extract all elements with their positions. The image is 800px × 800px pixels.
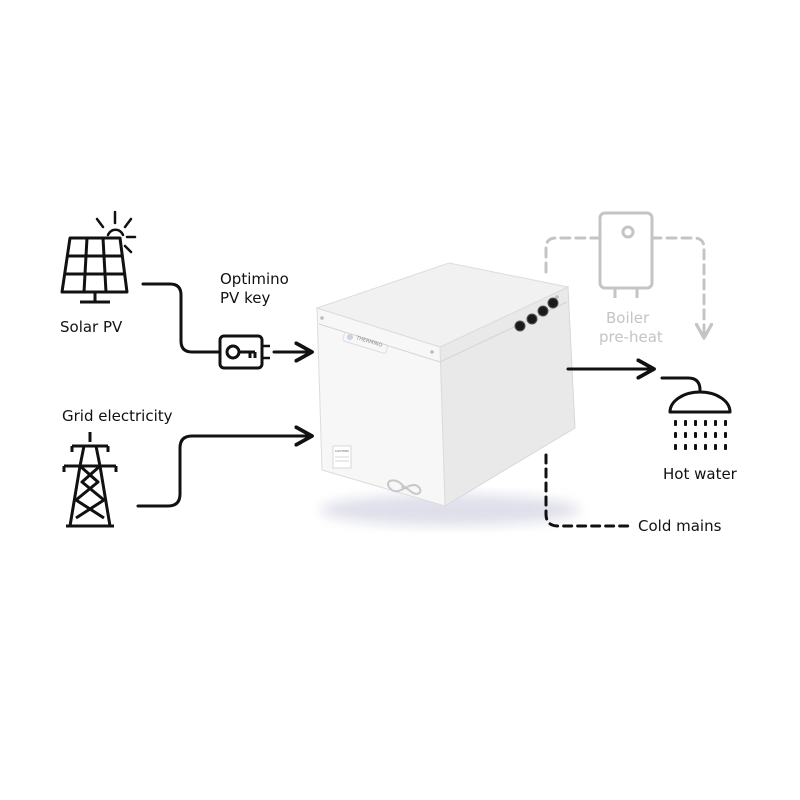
pv-key-device-icon xyxy=(218,334,270,370)
pipe-ports xyxy=(514,297,559,332)
solar-panel-icon xyxy=(60,236,129,304)
pv-key-label-line1: Optimino xyxy=(220,270,289,288)
water-drops xyxy=(674,420,727,450)
sun-rays-icon xyxy=(95,210,137,254)
solar-pv-label: Solar PV xyxy=(60,318,123,336)
shower-head-icon xyxy=(660,376,732,414)
hot-water-label: Hot water xyxy=(663,465,738,483)
thermino-unit: THERMINO CAUTION xyxy=(315,262,580,526)
warning-label: CAUTION xyxy=(335,449,349,453)
pylon-icon xyxy=(62,432,118,528)
solar-to-key-wire xyxy=(141,282,222,354)
infinity-logo-icon xyxy=(386,479,422,495)
boiler-icon xyxy=(598,211,654,298)
boiler-label-line1: Boiler xyxy=(606,309,650,327)
cold-mains-dashed xyxy=(544,453,630,528)
boiler-loop-dashed xyxy=(544,236,704,338)
cold-mains-label: Cold mains xyxy=(638,517,722,535)
grid-to-unit-wire xyxy=(136,436,312,508)
boiler-label-line2: pre-heat xyxy=(599,328,663,346)
grid-electricity-label: Grid electricity xyxy=(62,407,173,425)
pv-key-label-line2: PV key xyxy=(220,289,270,307)
warning-sticker: CAUTION xyxy=(332,445,352,469)
